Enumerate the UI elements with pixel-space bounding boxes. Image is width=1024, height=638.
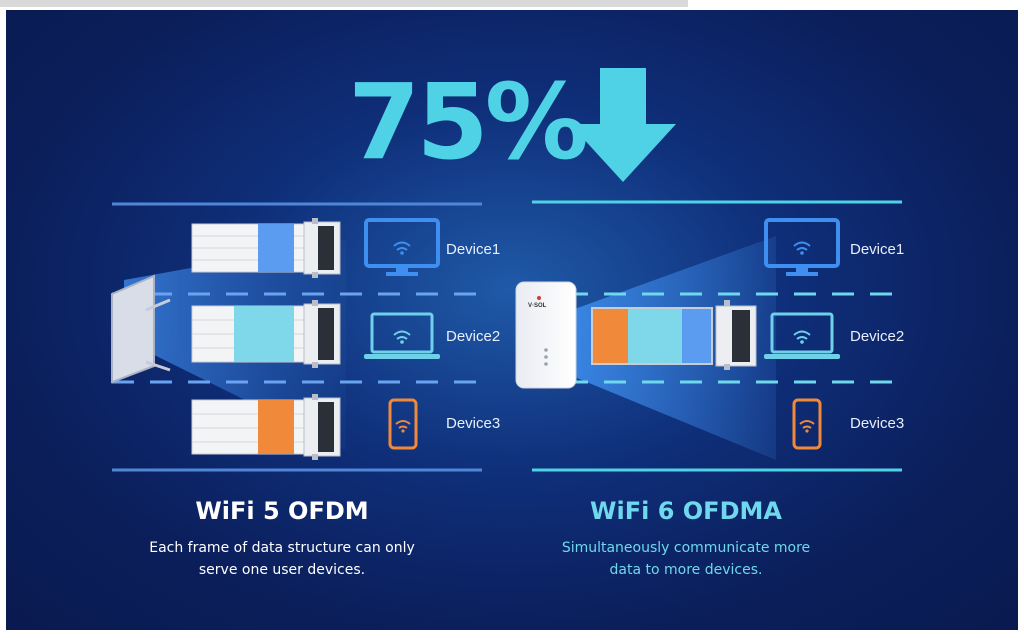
left-truck-2 (191, 300, 341, 368)
percent-text: 75% (348, 61, 589, 183)
wifi-comparison-panel: 75% (6, 10, 1018, 630)
wifi5-router-icon (111, 274, 171, 384)
right-phone-icon (792, 398, 822, 450)
down-arrow-icon (570, 68, 676, 182)
left-laptop-icon (364, 312, 440, 359)
right-device2-label: Device2 (850, 328, 905, 345)
left-phone-icon (388, 398, 418, 450)
router-brand: V·SOL (528, 303, 547, 309)
headline: 75% (336, 62, 706, 192)
wifi6-description: Simultaneously communicate more data to … (506, 537, 866, 581)
wifi6-description-line2: data to more devices. (609, 562, 763, 578)
wifi5-title: WiFi 5 OFDM (195, 497, 369, 525)
right-combined-truck (591, 300, 757, 370)
right-scene (515, 200, 902, 472)
right-device1-label: Device1 (850, 241, 905, 258)
right-laptop-icon (764, 312, 840, 359)
left-scene (111, 202, 482, 472)
wifi6-description-line1: Simultaneously communicate more (561, 540, 811, 556)
left-truck-1 (191, 218, 341, 278)
top-bar (0, 0, 688, 7)
scene-illustration (111, 200, 902, 472)
right-device3-label: Device3 (850, 415, 905, 432)
wifi5-description: Each frame of data structure can only se… (102, 537, 462, 581)
left-monitor-icon (364, 218, 440, 276)
wifi6-router-icon (515, 281, 577, 389)
wifi5-description-line1: Each frame of data structure can only (149, 540, 415, 556)
right-monitor-icon (764, 218, 840, 276)
left-truck-3 (191, 394, 341, 460)
left-device3-label: Device3 (446, 415, 501, 432)
left-device2-label: Device2 (446, 328, 501, 345)
wifi6-title: WiFi 6 OFDMA (590, 497, 782, 525)
left-device1-label: Device1 (446, 241, 501, 258)
wifi5-description-line2: serve one user devices. (198, 562, 366, 578)
